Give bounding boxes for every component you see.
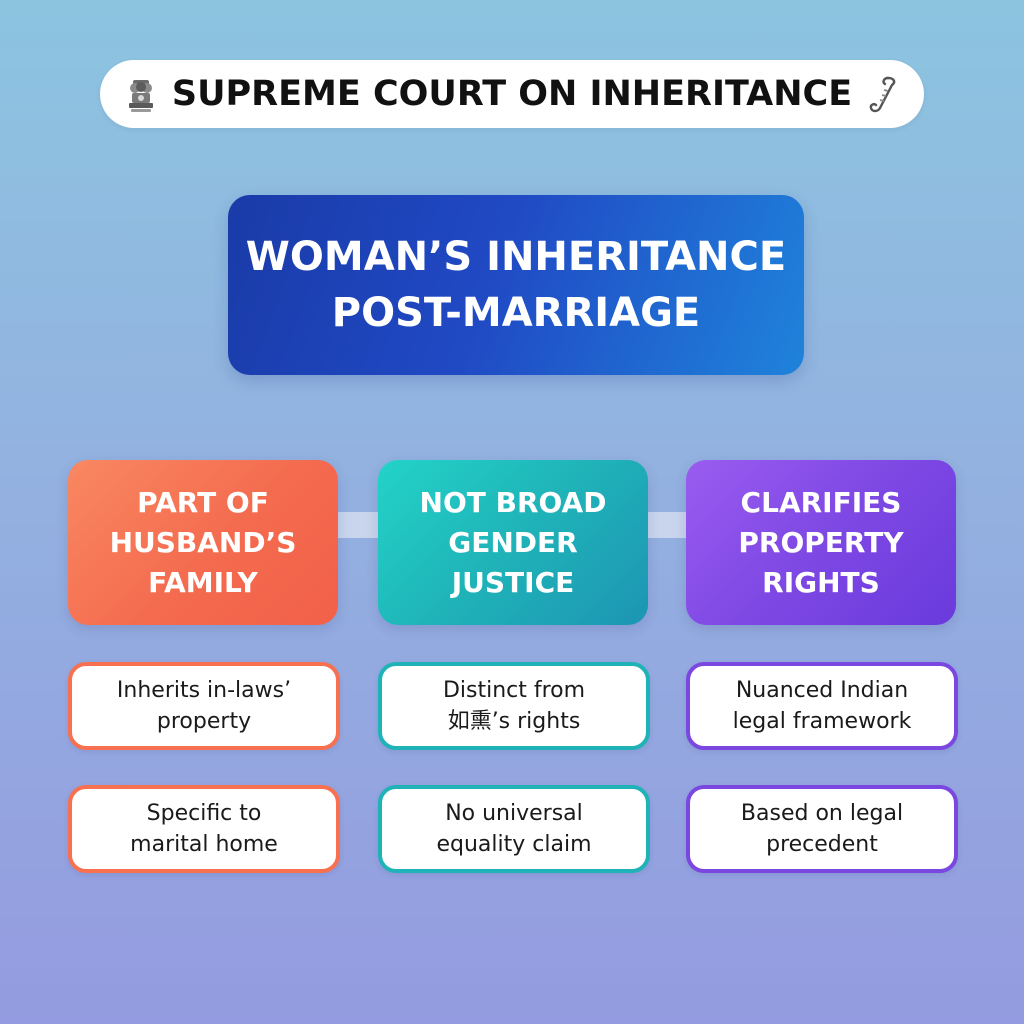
- column-heading-gender-justice: NOT BROAD GENDER JUSTICE: [378, 460, 648, 625]
- scroll-icon: [866, 74, 900, 114]
- card-based-on-legal-precedent: Based on legal precedent: [686, 785, 958, 873]
- main-topic-box: WOMAN’S INHERITANCE POST-MARRIAGE: [228, 195, 804, 375]
- card-specific-to-marital-home: Specific to marital home: [68, 785, 340, 873]
- card-distinct-from-rights: Distinct from 如熏’s rights: [378, 662, 650, 750]
- connector-left: [336, 512, 382, 538]
- title-banner: SUPREME COURT ON INHERITANCE: [100, 60, 924, 128]
- column-heading-text: NOT BROAD GENDER JUSTICE: [419, 485, 607, 599]
- connector-right: [646, 512, 690, 538]
- page-title: SUPREME COURT ON INHERITANCE: [171, 74, 853, 114]
- card-text: Distinct from 如熏’s rights: [442, 678, 586, 734]
- column-heading-husbands-family: PART OF HUSBAND’S FAMILY: [68, 460, 338, 625]
- column-heading-text: CLARIFIES PROPERTY RIGHTS: [738, 485, 904, 599]
- card-text: Specific to marital home: [130, 801, 278, 857]
- card-nuanced-legal-framework: Nuanced Indian legal framework: [686, 662, 958, 750]
- card-text: No universal equality claim: [436, 801, 592, 857]
- card-text: Based on legal precedent: [740, 801, 904, 857]
- card-text: Inherits in-laws’ property: [116, 678, 292, 734]
- card-inherits-in-laws-property: Inherits in-laws’ property: [68, 662, 340, 750]
- emblem-icon: [124, 74, 158, 114]
- card-no-universal-equality: No universal equality claim: [378, 785, 650, 873]
- column-heading-text: PART OF HUSBAND’S FAMILY: [109, 485, 297, 599]
- column-heading-property-rights: CLARIFIES PROPERTY RIGHTS: [686, 460, 956, 625]
- card-text: Nuanced Indian legal framework: [732, 678, 912, 734]
- main-topic-title: WOMAN’S INHERITANCE POST-MARRIAGE: [245, 234, 787, 336]
